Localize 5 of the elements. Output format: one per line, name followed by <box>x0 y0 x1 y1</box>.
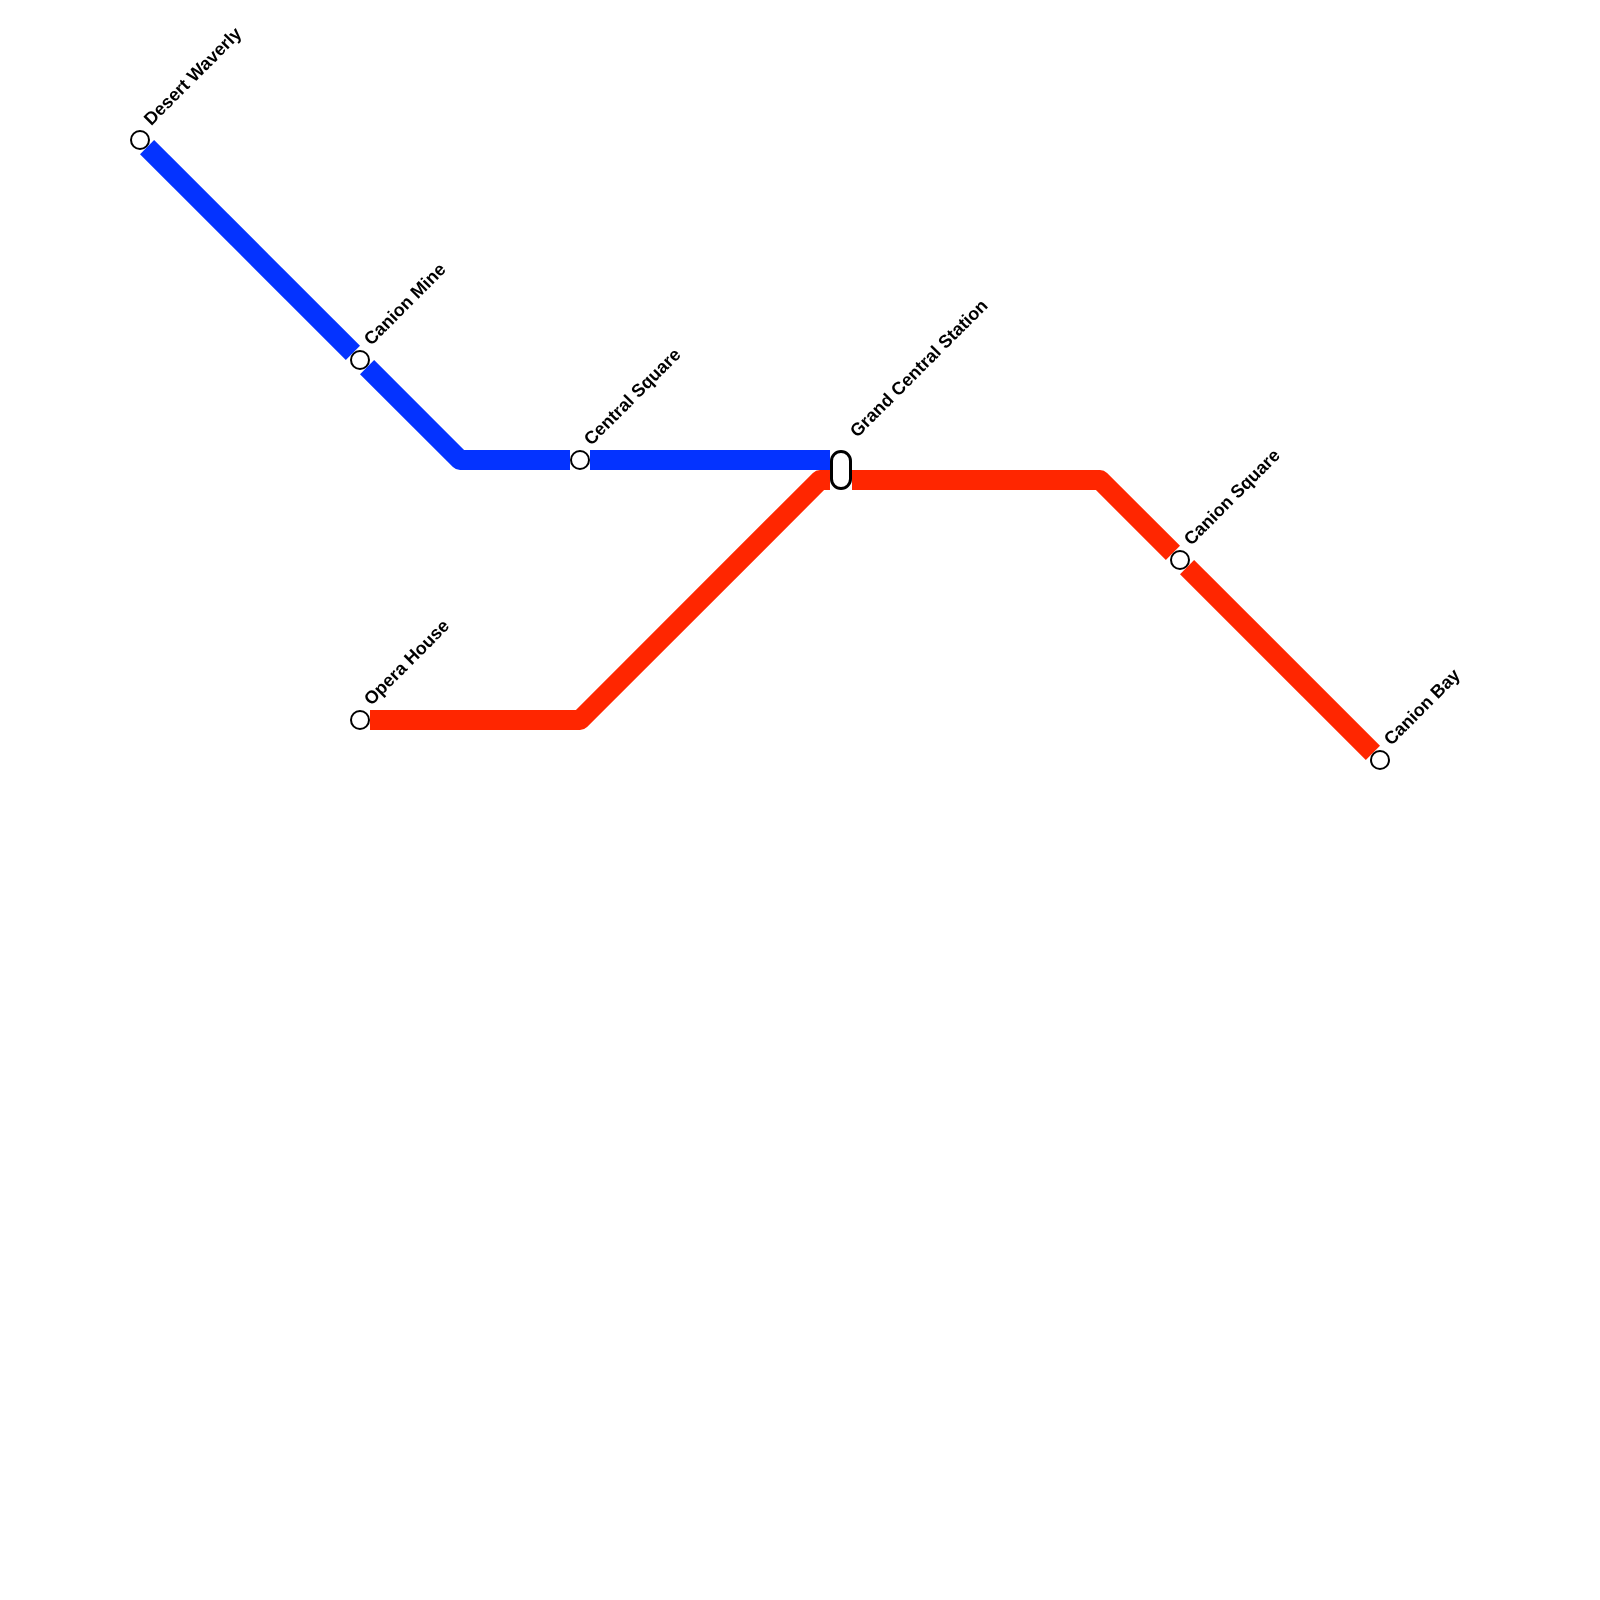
metro-line <box>1180 560 1380 760</box>
metro-line <box>852 470 1180 560</box>
metro-line <box>360 360 570 470</box>
metro-line <box>140 140 360 360</box>
metro-line <box>370 470 830 730</box>
